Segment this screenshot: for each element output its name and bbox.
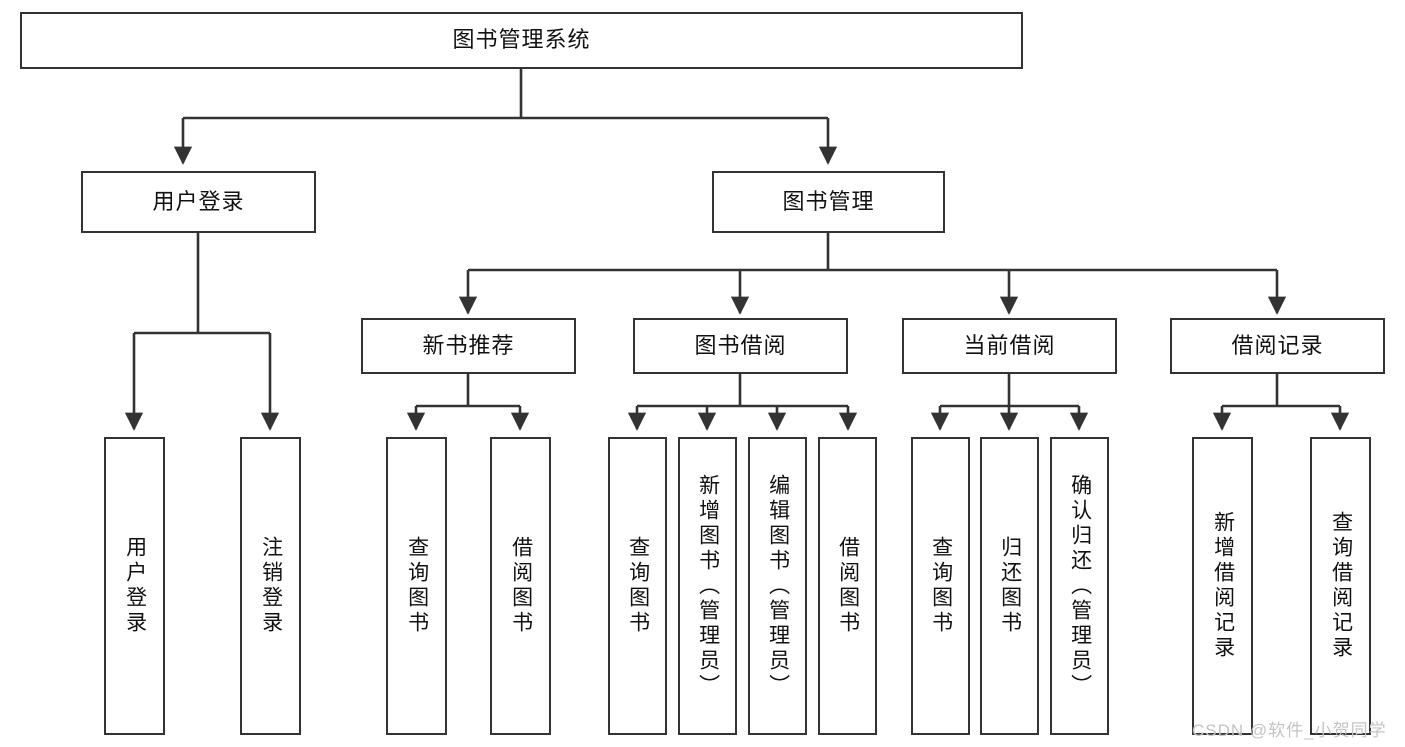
node-label: 当前借阅	[963, 332, 1056, 358]
node-label: 查询图书	[929, 536, 953, 636]
node-leaf-borrow-book-recommend[interactable]: 借阅图书	[490, 437, 551, 735]
node-current-borrow[interactable]: 当前借阅	[902, 318, 1117, 374]
node-user-login[interactable]: 用户登录	[81, 171, 316, 233]
node-leaf-search-borrow-record[interactable]: 查询借阅记录	[1310, 437, 1371, 735]
node-leaf-borrow-book[interactable]: 借阅图书	[818, 437, 877, 735]
node-label: 用户登录	[152, 188, 245, 214]
node-root-book-management-system[interactable]: 图书管理系统	[20, 12, 1023, 69]
node-leaf-confirm-return-admin[interactable]: 确认归还（管理员）	[1050, 437, 1109, 735]
node-leaf-user-login[interactable]: 用户登录	[104, 437, 165, 735]
node-new-book-recommend[interactable]: 新书推荐	[361, 318, 576, 374]
node-leaf-search-book-current[interactable]: 查询图书	[911, 437, 970, 735]
node-label: 查询图书	[405, 536, 429, 636]
node-label: 图书借阅	[694, 332, 787, 358]
node-label: 确认归还（管理员）	[1068, 473, 1092, 699]
node-borrow-record[interactable]: 借阅记录	[1170, 318, 1385, 374]
node-label: 新书推荐	[422, 332, 515, 358]
node-leaf-search-book-borrow[interactable]: 查询图书	[608, 437, 667, 735]
node-label: 借阅记录	[1231, 332, 1324, 358]
node-label: 借阅图书	[836, 536, 860, 636]
node-leaf-search-book-recommend[interactable]: 查询图书	[386, 437, 447, 735]
node-label: 借阅图书	[509, 536, 533, 636]
node-label: 图书管理	[782, 188, 875, 214]
node-label: 图书管理系统	[452, 27, 591, 53]
node-leaf-add-borrow-record[interactable]: 新增借阅记录	[1192, 437, 1253, 735]
node-leaf-logout[interactable]: 注销登录	[240, 437, 301, 735]
node-label: 查询图书	[626, 536, 650, 636]
node-label: 注销登录	[259, 536, 283, 636]
node-label: 新增图书（管理员）	[696, 473, 720, 699]
node-label: 用户登录	[123, 536, 147, 636]
node-leaf-add-book-admin[interactable]: 新增图书（管理员）	[678, 437, 737, 735]
node-book-management[interactable]: 图书管理	[712, 171, 945, 233]
node-leaf-edit-book-admin[interactable]: 编辑图书（管理员）	[748, 437, 807, 735]
node-label: 归还图书	[998, 536, 1022, 636]
node-label: 新增借阅记录	[1211, 511, 1235, 661]
node-label: 编辑图书（管理员）	[766, 473, 790, 699]
node-label: 查询借阅记录	[1329, 511, 1353, 661]
node-book-borrow[interactable]: 图书借阅	[633, 318, 848, 374]
node-leaf-return-book[interactable]: 归还图书	[980, 437, 1039, 735]
